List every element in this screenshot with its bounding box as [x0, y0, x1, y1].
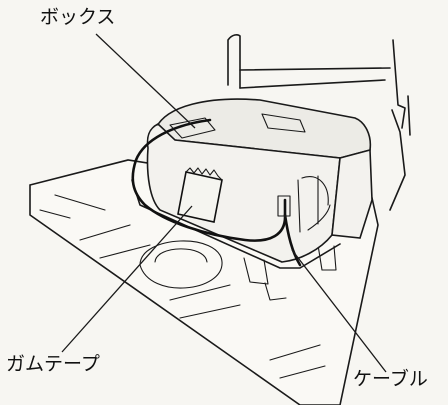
label-box: ボックス	[40, 6, 116, 28]
round-opening	[139, 240, 223, 289]
box-front	[146, 123, 341, 263]
label-cable: ケーブル	[353, 368, 428, 390]
box-details	[169, 113, 331, 233]
box-side	[331, 148, 373, 239]
panel-slots	[39, 194, 326, 379]
gum-tape-torn-edge	[185, 167, 223, 181]
round-opening-ring	[154, 248, 208, 263]
label-gum-tape: ガムテープ	[6, 353, 100, 375]
frame-left-upright	[227, 34, 241, 89]
cable	[131, 118, 287, 242]
leader-cable	[291, 249, 387, 373]
cable-tail	[283, 213, 302, 267]
leader-box	[95, 33, 196, 129]
frame-right-upright	[392, 39, 411, 136]
hinge-tabs	[243, 244, 337, 301]
leader-gum-tape	[61, 205, 193, 353]
cable-connector	[277, 195, 291, 217]
frame-top-rail	[239, 67, 406, 211]
